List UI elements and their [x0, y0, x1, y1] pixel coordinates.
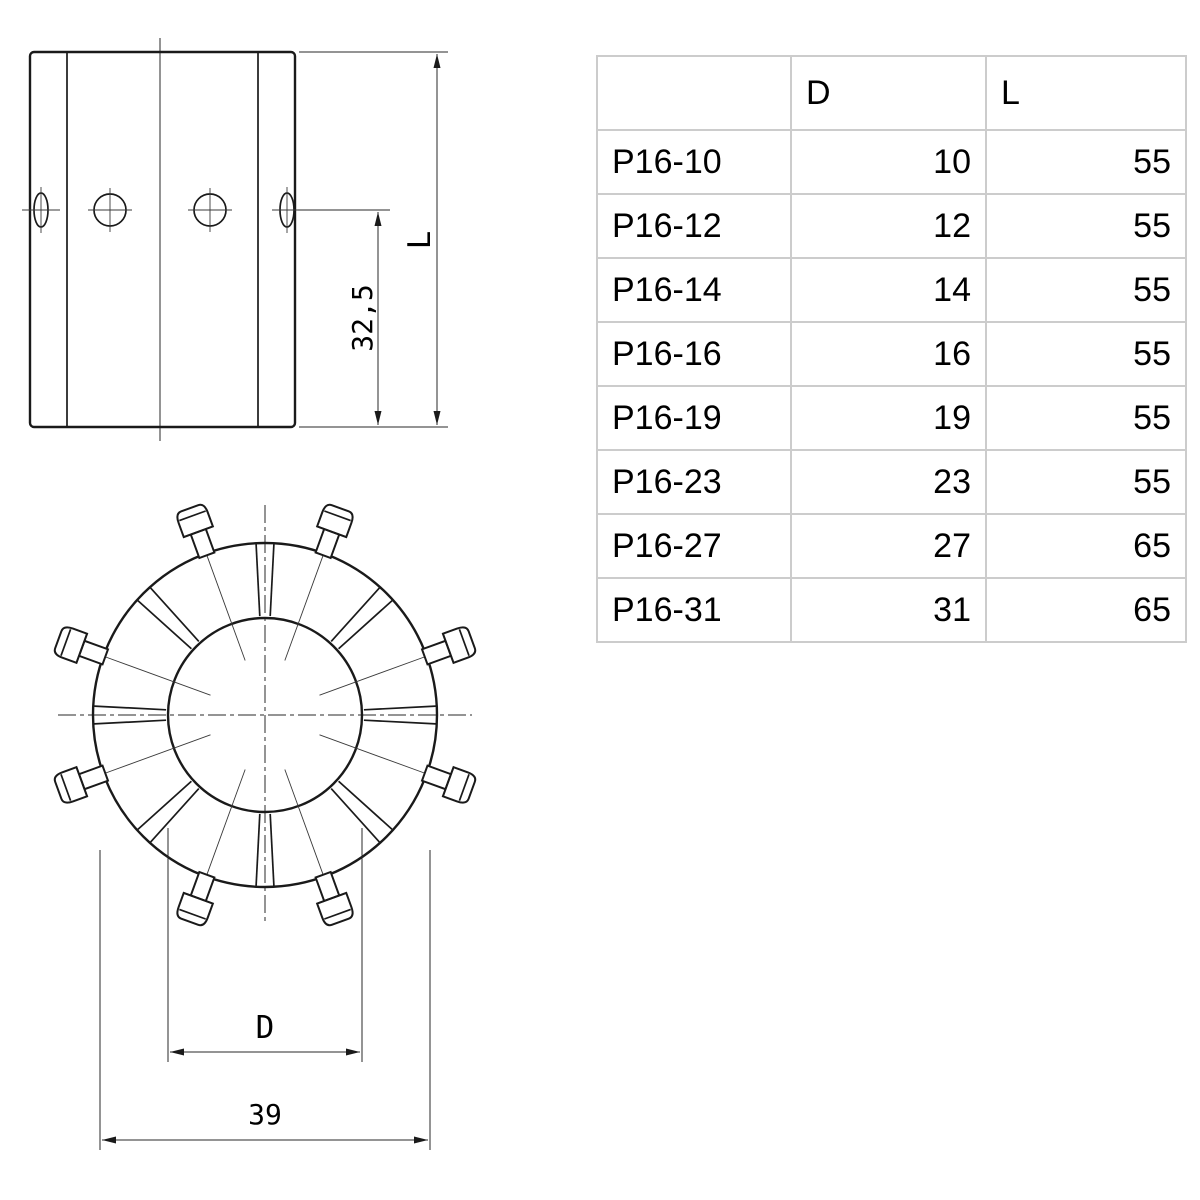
technical-drawing: 32,5 L	[22, 38, 479, 1150]
dimension-d: D	[167, 828, 363, 1062]
l-cell: 65	[985, 513, 1187, 579]
hole-right-edge	[272, 187, 302, 233]
table-header-l: L	[985, 55, 1187, 131]
table-row: P16-12 12 55	[596, 193, 1187, 259]
screw	[51, 624, 217, 711]
screw	[313, 719, 479, 806]
d-cell: 31	[790, 577, 987, 643]
screw	[269, 501, 356, 667]
l-cell: 65	[985, 577, 1187, 643]
dimension-l-label: L	[402, 231, 438, 250]
model-cell: P16-16	[596, 321, 792, 387]
table-row: P16-10 10 55	[596, 129, 1187, 195]
table-row: P16-14 14 55	[596, 257, 1187, 323]
bore-circle	[166, 616, 364, 814]
hole-left-edge	[22, 187, 60, 233]
table-row: P16-23 23 55	[596, 449, 1187, 515]
table-row: P16-31 31 65	[596, 577, 1187, 643]
table-row: P16-16 16 55	[596, 321, 1187, 387]
l-cell: 55	[985, 129, 1187, 195]
table-header-row: D L	[596, 55, 1187, 131]
model-cell: P16-10	[596, 129, 792, 195]
l-cell: 55	[985, 449, 1187, 515]
screw	[174, 501, 261, 667]
screw	[51, 719, 217, 806]
model-cell: P16-12	[596, 193, 792, 259]
model-cell: P16-14	[596, 257, 792, 323]
l-cell: 55	[985, 193, 1187, 259]
front-view: D 39	[51, 501, 479, 1150]
d-cell: 10	[790, 129, 987, 195]
side-view: 32,5 L	[22, 38, 448, 441]
dimension-d-label: D	[256, 1010, 275, 1046]
model-cell: P16-23	[596, 449, 792, 515]
dimension-l: L	[299, 51, 448, 425]
l-cell: 55	[985, 321, 1187, 387]
dimension-32-5: 32,5	[298, 209, 448, 428]
model-cell: P16-19	[596, 385, 792, 451]
dimension-39: 39	[99, 850, 431, 1150]
d-cell: 19	[790, 385, 987, 451]
d-cell: 16	[790, 321, 987, 387]
d-cell: 14	[790, 257, 987, 323]
body-outline	[28, 50, 297, 429]
d-cell: 12	[790, 193, 987, 259]
l-cell: 55	[985, 257, 1187, 323]
spec-table: D L P16-10 10 55 P16-12 12 55 P16-14 14 …	[596, 55, 1187, 643]
table-header-d: D	[790, 55, 987, 131]
hole-mid-right	[188, 188, 232, 232]
model-cell: P16-31	[596, 577, 792, 643]
dimension-39-label: 39	[248, 1098, 282, 1131]
screw	[313, 624, 479, 711]
hole-mid-left	[88, 188, 132, 232]
dimension-32-5-label: 32,5	[346, 284, 379, 351]
table-row: P16-27 27 65	[596, 513, 1187, 579]
model-cell: P16-27	[596, 513, 792, 579]
outer-circle	[91, 541, 439, 889]
table-header-model	[596, 55, 792, 131]
screw	[269, 763, 356, 929]
table-row: P16-19 19 55	[596, 385, 1187, 451]
segment-cuts	[94, 544, 436, 886]
d-cell: 23	[790, 449, 987, 515]
l-cell: 55	[985, 385, 1187, 451]
d-cell: 27	[790, 513, 987, 579]
screw	[174, 763, 261, 929]
